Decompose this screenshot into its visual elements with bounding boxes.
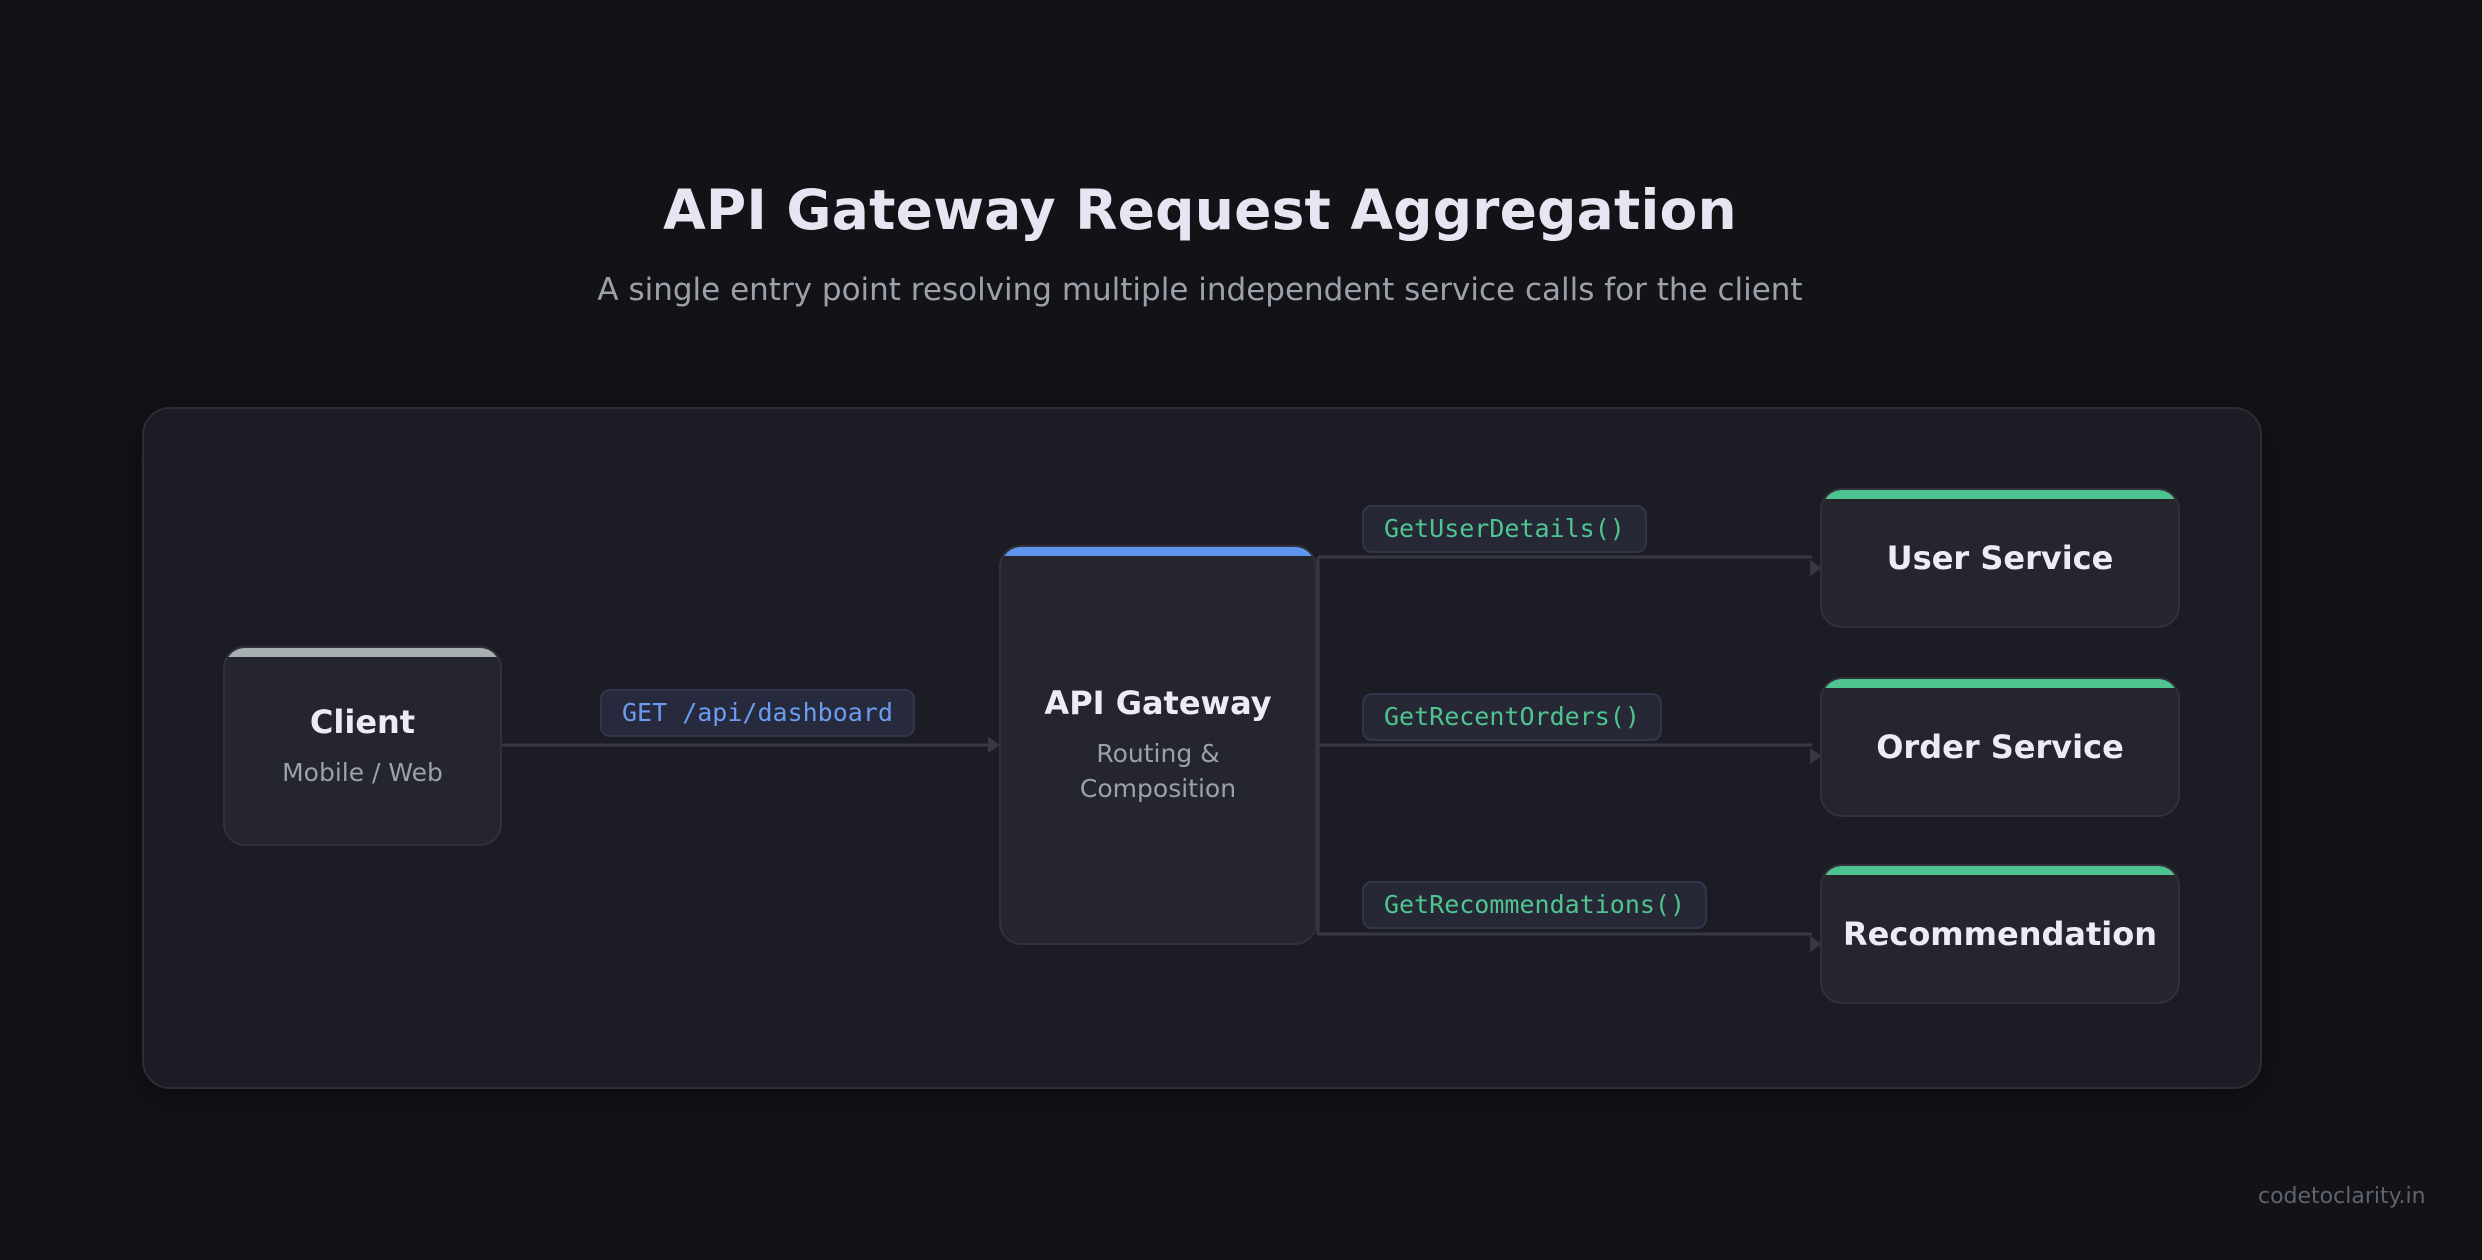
client-node[interactable]: Client Mobile / Web [223, 646, 502, 846]
user-call-label: GetUserDetails() [1362, 505, 1647, 553]
order-service-node[interactable]: Order Service [1820, 677, 2180, 817]
recommendation-service-accent-bar [1822, 866, 2178, 875]
gateway-desc: Routing & Composition [1080, 736, 1236, 806]
order-service-name: Order Service [1876, 728, 2124, 766]
gateway-accent-bar [1001, 547, 1315, 556]
gateway-name: API Gateway [1044, 684, 1272, 722]
api-gateway-node[interactable]: API Gateway Routing & Composition [999, 545, 1317, 945]
page-title: API Gateway Request Aggregation [663, 178, 1737, 242]
user-service-accent-bar [1822, 490, 2178, 499]
client-name: Client [309, 702, 416, 741]
order-service-accent-bar [1822, 679, 2178, 688]
client-desc: Mobile / Web [282, 757, 443, 787]
order-call-label: GetRecentOrders() [1362, 693, 1662, 741]
user-service-node[interactable]: User Service [1820, 488, 2180, 628]
gateway-desc-line2: Composition [1079, 774, 1237, 803]
recommendation-service-name: Recommendation [1843, 915, 2157, 953]
recommendation-service-node[interactable]: Recommendation [1820, 864, 2180, 1004]
client-accent-bar [225, 648, 500, 657]
page-subtitle: A single entry point resolving multiple … [597, 272, 1803, 308]
recommendation-call-label: GetRecommendations() [1362, 881, 1708, 929]
user-service-name: User Service [1886, 539, 2114, 577]
request-label: GET /api/dashboard [600, 689, 915, 737]
gateway-desc-line1: Routing & [1096, 739, 1220, 768]
watermark: codetoclarity.in [2258, 1184, 2426, 1209]
